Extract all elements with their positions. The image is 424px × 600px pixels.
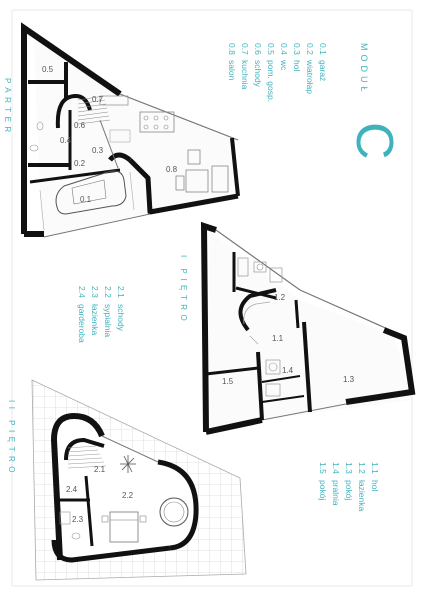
legend-2-3-name: łazienka [90,304,100,335]
legend-0-1-name: garaż [318,60,328,81]
module-word: MODUŁ [359,43,369,96]
legend-0-3-code: 0.3 [292,43,302,55]
legend-0-7-code: 0.7 [240,43,250,55]
ground-wall-outer [21,22,122,234]
legend-1-2-code: 1.2 [357,462,367,474]
plan-label-1-4: 1.4 [282,366,294,375]
plan-label-0-4: 0.4 [60,136,72,145]
plan-label-0-1: 0.1 [80,195,92,204]
ground-floor-plan: 0.1 0.2 0.3 0.4 0.5 0.6 0.7 0.8 PARTER [3,22,240,238]
bed-icon [109,511,139,543]
plan-label-1-5: 1.5 [222,377,234,386]
ground-floor-title: PARTER [3,78,12,137]
first-floor-plan: 1.1 1.2 1.3 1.4 1.5 I PIĘTRO [179,221,416,435]
legend-2-2-name: sypialnia [103,304,113,337]
legend-1-4-name: pralnia [331,480,341,506]
legend-0-4-code: 0.4 [279,43,289,55]
car-icon [55,170,127,215]
legend-1-1-code: 1.1 [370,462,380,474]
legend-2-1-name: schody [116,304,126,332]
first-floor-title: I PIĘTRO [179,255,188,325]
legend-1-2-name: łazienka [357,480,367,511]
legend-0-6-code: 0.6 [253,43,263,55]
legend-2-2-code: 2.2 [103,286,113,298]
plan-label-0-7: 0.7 [92,95,104,104]
plan-label-2-2: 2.2 [122,491,134,500]
module-title: MODUŁ C [345,43,403,160]
legend-1-5-name: pokój [318,480,328,500]
legend-1-1-name: hol [370,480,380,491]
plan-label-1-1: 1.1 [272,334,284,343]
sheet-border [11,9,413,587]
legend-0-2-name: wiatrołap [305,59,315,94]
first-legend: 1.1 hol 1.2 łazienka 1.3 pokój 1.4 praln… [318,462,380,511]
plan-label-0-5: 0.5 [42,65,54,74]
legend-2-4-name: garderoba [77,304,87,343]
plan-label-1-2: 1.2 [274,293,286,302]
legend-0-2-code: 0.2 [305,43,315,55]
second-legend: 2.1 schody 2.2 sypialnia 2.3 łazienka 2.… [77,286,126,343]
legend-0-8-code: 0.8 [227,43,237,55]
ground-legend: 0.1 garaż 0.2 wiatrołap 0.3 hol 0.4 wc 0… [227,43,328,102]
legend-1-3-name: pokój [344,480,354,500]
legend-1-3-code: 1.3 [344,462,354,474]
plan-label-0-2: 0.2 [74,159,86,168]
plant-icon [120,455,136,473]
legend-0-3-name: hol [292,60,302,71]
legend-0-5-code: 0.5 [266,43,276,55]
plan-label-2-3: 2.3 [72,515,84,524]
plan-label-0-8: 0.8 [166,165,178,174]
plan-label-0-3: 0.3 [92,146,104,155]
legend-0-1-code: 0.1 [318,43,328,55]
legend-2-1-code: 2.1 [116,286,126,298]
plan-label-2-1: 2.1 [94,465,106,474]
second-floor-plan: 2.1 2.2 2.3 2.4 II PIĘTRO [7,379,247,581]
legend-0-4-name: wc [279,59,289,71]
legend-2-3-code: 2.3 [90,286,100,298]
plan-label-0-6: 0.6 [74,121,86,130]
legend-0-6-name: schody [253,60,263,88]
legend-1-4-code: 1.4 [331,462,341,474]
legend-0-8-name: salon [227,60,237,81]
second-floor-title: II PIĘTRO [7,400,16,477]
legend-2-4-code: 2.4 [77,286,87,298]
plan-label-2-4: 2.4 [66,485,78,494]
legend-1-5-code: 1.5 [318,462,328,474]
legend-0-7-name: kuchnia [240,60,250,90]
plan-label-1-3: 1.3 [343,375,355,384]
module-letter: C [345,122,403,160]
legend-0-5-name: pom. gosp. [266,60,276,102]
